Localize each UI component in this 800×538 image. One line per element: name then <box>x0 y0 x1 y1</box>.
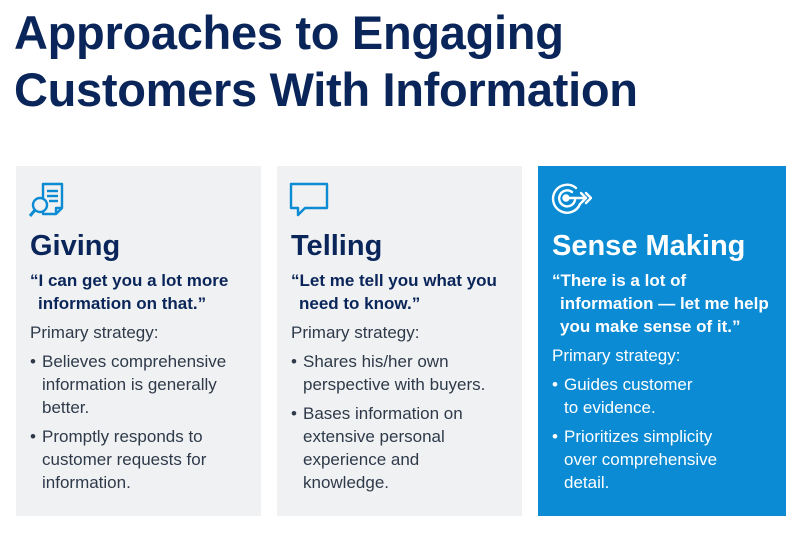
speech-bubble-icon <box>289 180 329 220</box>
quote-line: “I can get you a lot more <box>30 271 229 290</box>
bullet-icon: • <box>30 427 36 446</box>
list-item-line: customer requests for <box>42 450 207 469</box>
list-item-line: Prioritizes simplicity <box>564 427 713 446</box>
quote-line: need to know.” <box>299 294 421 313</box>
list-item-line: Promptly responds to <box>42 427 203 446</box>
strategy-list: • Shares his/her own perspective with bu… <box>291 350 519 500</box>
list-item-line: information is generally <box>42 375 217 394</box>
list-item: • Guides customer to evidence. <box>552 373 780 419</box>
page-title-line-2: Customers With Information <box>14 63 638 116</box>
list-item-line: over comprehensive <box>564 450 718 469</box>
quote-line: you make sense of it.” <box>560 317 741 336</box>
list-item: • Promptly responds to customer requests… <box>30 425 258 494</box>
list-item: • Believes comprehensive information is … <box>30 350 258 419</box>
strategy-label: Primary strategy: <box>552 346 681 365</box>
quote-line: information — let me help <box>560 294 769 313</box>
bullet-icon: • <box>30 352 36 371</box>
card-quote: “Let me tell you what you need to know.” <box>291 269 519 315</box>
list-item-line: perspective with buyers. <box>303 375 486 394</box>
target-arrow-icon <box>550 180 593 220</box>
list-item-line: better. <box>42 398 90 417</box>
page-title-line-1: Approaches to Engaging <box>14 6 564 59</box>
document-magnifier-icon <box>28 180 68 220</box>
list-item-line: information. <box>42 473 131 492</box>
bullet-icon: • <box>291 352 297 371</box>
card-heading: Sense Making <box>552 230 746 262</box>
list-item-line: Guides customer <box>564 375 693 394</box>
list-item-line: Shares his/her own <box>303 352 449 371</box>
strategy-list: • Guides customer to evidence. • Priorit… <box>552 373 780 500</box>
card-heading: Giving <box>30 230 121 262</box>
strategy-label: Primary strategy: <box>30 323 159 342</box>
list-item-line: Believes comprehensive <box>42 352 227 371</box>
list-item-line: knowledge. <box>303 473 390 492</box>
quote-line: “There is a lot of <box>552 271 687 290</box>
strategy-label: Primary strategy: <box>291 323 420 342</box>
list-item-line: to evidence. <box>564 398 656 417</box>
list-item: • Bases information on extensive persona… <box>291 402 519 494</box>
bullet-icon: • <box>552 375 558 394</box>
list-item-line: detail. <box>564 473 610 492</box>
card-sense-making: Sense Making “There is a lot of informat… <box>538 166 786 516</box>
bullet-icon: • <box>291 404 297 423</box>
card-quote: “There is a lot of information — let me … <box>552 269 780 338</box>
strategy-list: • Believes comprehensive information is … <box>30 350 258 500</box>
page-title: Approaches to Engaging Customers With In… <box>14 4 794 118</box>
quote-line: “Let me tell you what you <box>291 271 497 290</box>
card-giving: Giving “I can get you a lot more informa… <box>16 166 261 516</box>
card-quote: “I can get you a lot more information on… <box>30 269 258 315</box>
list-item-line: experience and <box>303 450 420 469</box>
list-item-line: extensive personal <box>303 427 445 446</box>
card-heading: Telling <box>291 230 383 262</box>
list-item: • Shares his/her own perspective with bu… <box>291 350 519 396</box>
list-item-line: Bases information on <box>303 404 463 423</box>
bullet-icon: • <box>552 427 558 446</box>
list-item: • Prioritizes simplicity over comprehens… <box>552 425 780 494</box>
quote-line: information on that.” <box>38 294 207 313</box>
card-telling: Telling “Let me tell you what you need t… <box>277 166 522 516</box>
